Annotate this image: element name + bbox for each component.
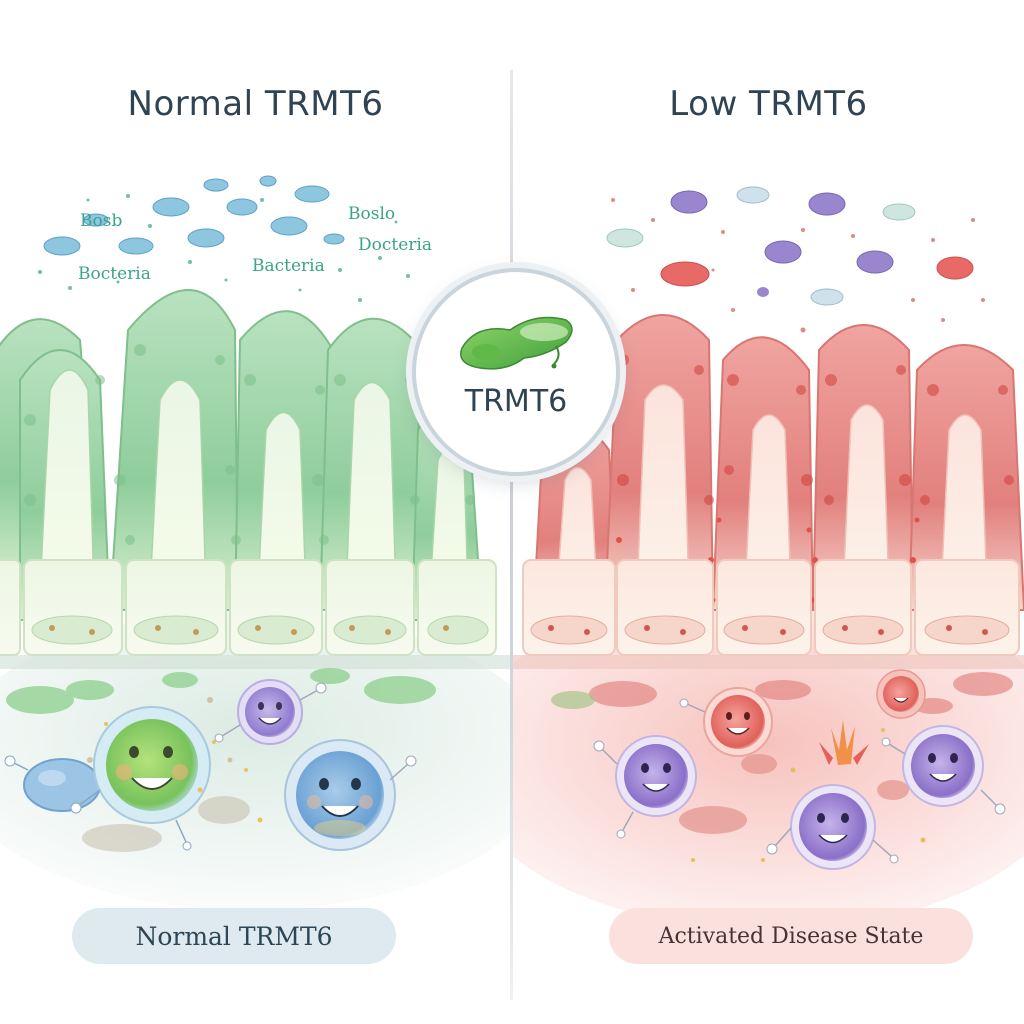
blue-macrophage-icon [4, 755, 101, 812]
disease-state-label: Activated Disease State [609, 908, 973, 964]
lamina-granules [104, 722, 263, 823]
bacteria-label-2: Bacteria [252, 256, 325, 276]
happy-blue-immune-cell-icon [284, 739, 417, 851]
tissue-fragments [6, 668, 436, 714]
green-protein-icon [460, 316, 573, 370]
violet-immune-cell-center-icon [766, 784, 899, 870]
villus-cores [39, 369, 469, 591]
violet-immune-cell-left-icon [593, 735, 697, 839]
inflamed-debris [679, 754, 909, 834]
violet-immune-cell-right-icon [881, 725, 1006, 815]
right-panel-title: Low TRMT6 [669, 84, 868, 124]
bacteria-label-3: Bosb [80, 211, 122, 231]
inflamed-villus-texture [548, 354, 1014, 505]
inflammation-burst-icon [819, 720, 869, 765]
inflamed-granules [691, 728, 926, 862]
trmt6-badge: TRMT6 [412, 268, 620, 476]
happy-violet-immune-cell-icon [214, 679, 327, 745]
dysbiotic-bacteria-cluster [606, 186, 974, 306]
crypt-openings [31, 615, 489, 645]
happy-green-immune-cell-icon [70, 706, 211, 851]
inflamed-crypt-openings [530, 615, 1010, 645]
inflamed-tissue-illustration [513, 186, 1024, 930]
villus-texture [24, 344, 475, 545]
trmt6-badge-label: TRMT6 [464, 384, 568, 419]
panel-divider [510, 70, 513, 1000]
crypt-granules [49, 625, 449, 635]
bacteria-dots [38, 194, 410, 302]
green-fragment [551, 691, 595, 709]
normal-state-label: Normal TRMT6 [72, 908, 396, 964]
bacteria-label-5: Boslo [348, 204, 395, 224]
bacteria-cluster [43, 175, 345, 256]
small-red-cell-icon [876, 669, 926, 719]
lamina-debris [82, 796, 250, 852]
red-particles [611, 198, 985, 333]
red-inflammatory-cell-icon [679, 687, 773, 757]
left-panel-title: Normal TRMT6 [127, 84, 384, 124]
low-trmt6-panel: Low TRMT6 Activated Disease State [513, 0, 1024, 1024]
inflamed-villus-cores [556, 384, 988, 591]
bacteria-label-4: Docteria [358, 235, 432, 255]
inflamed-crypt-granules [548, 625, 988, 635]
normal-trmt6-panel: Bocteria Bacteria Bosb Docteria Boslo [0, 0, 511, 1024]
bacteria-label-1: Bocteria [78, 264, 151, 284]
normal-tissue-illustration: Bocteria Bacteria Bosb Docteria Boslo [0, 175, 511, 910]
